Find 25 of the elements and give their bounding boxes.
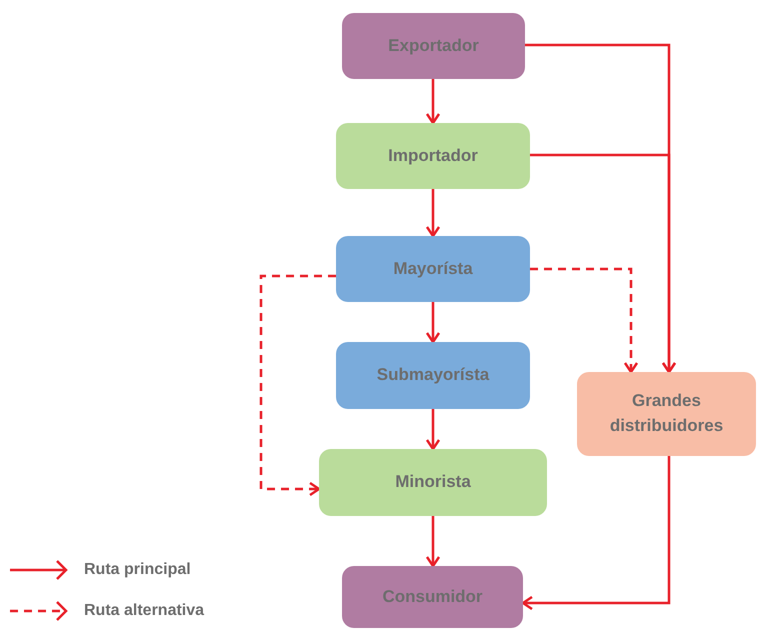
arrow xyxy=(530,154,676,374)
process-box xyxy=(336,123,530,189)
arrow xyxy=(426,79,440,124)
node-label: Submayorísta xyxy=(376,364,490,386)
process-box xyxy=(319,449,547,516)
process-box xyxy=(577,372,756,456)
node-label: Importador xyxy=(388,144,478,167)
process-box xyxy=(342,13,525,79)
arrow xyxy=(426,302,440,344)
arrow xyxy=(530,268,638,374)
legend-label: Ruta principal xyxy=(84,561,191,579)
arrow xyxy=(522,456,670,610)
arrow xyxy=(426,189,440,238)
node-label: Exportador xyxy=(388,34,479,57)
arrow xyxy=(426,516,440,568)
node-label: Minorista xyxy=(395,471,471,494)
arrow xyxy=(260,274,336,496)
arrow xyxy=(426,409,440,450)
legend-label: Ruta alternativa xyxy=(84,602,204,620)
process-box xyxy=(336,236,530,302)
process-box xyxy=(336,342,530,409)
node-label: Mayorísta xyxy=(393,258,473,280)
process-box xyxy=(342,566,523,628)
node-label: Consumidor xyxy=(382,586,483,608)
node-label: Grandes distribuidores xyxy=(608,390,724,437)
